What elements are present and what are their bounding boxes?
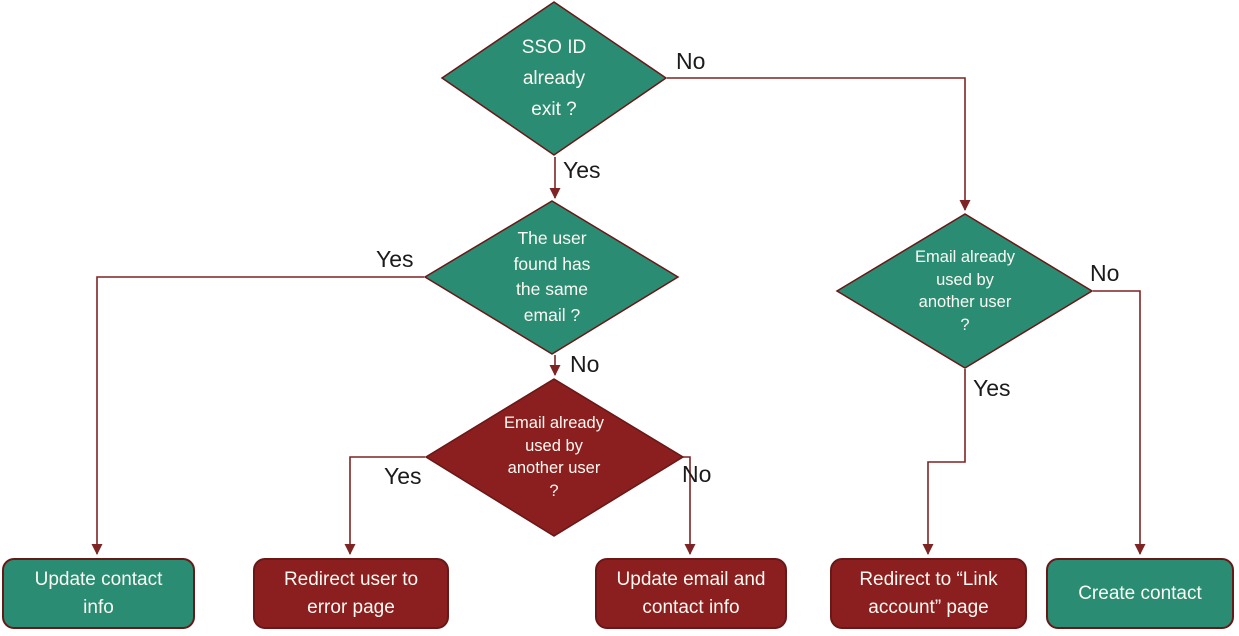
decision-email-used-by-another-mid-shape: [424, 378, 685, 537]
edge-sso-no: [667, 77, 971, 211]
terminal-redirect-link-account: Redirect to “Link account” page: [830, 558, 1027, 629]
terminal-update-email-contact: Update email and contact info: [595, 558, 787, 629]
decision-sso-id-already-exists-shape: [440, 1, 668, 156]
edge-email-used-right-no: [1093, 290, 1146, 555]
terminal-create-contact: Create contact: [1046, 558, 1234, 629]
edge-email-used-mid-yes: [344, 456, 425, 555]
terminal-update-contact-info: Update contact info: [2, 558, 195, 629]
terminal-redirect-error-page: Redirect user to error page: [253, 558, 449, 629]
edge-email-used-mid-no: [683, 456, 696, 555]
decision-email-used-by-another-right-shape: [835, 213, 1094, 369]
decision-user-found-same-email-shape: [423, 200, 680, 355]
edge-email-used-right-yes: [922, 369, 966, 555]
edge-same-email-yes: [91, 276, 424, 555]
